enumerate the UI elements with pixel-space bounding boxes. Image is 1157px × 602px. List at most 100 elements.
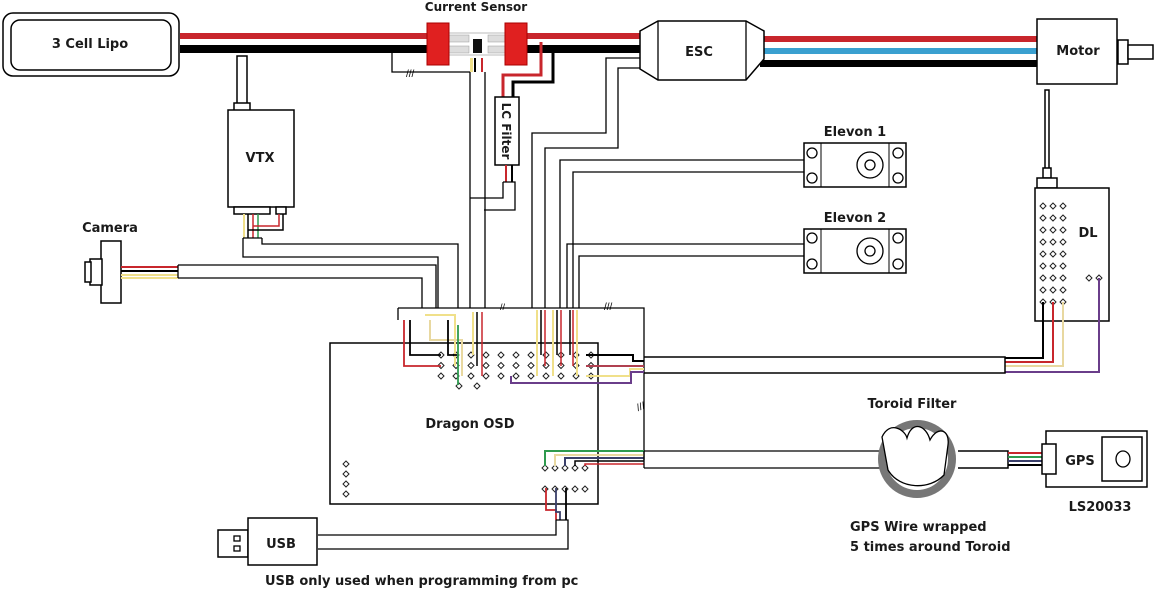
vtx: VTX bbox=[227, 55, 295, 215]
connector-out bbox=[504, 22, 528, 66]
pin bbox=[581, 464, 589, 472]
pin bbox=[1049, 274, 1057, 282]
osd-input-wires bbox=[403, 310, 644, 385]
lc-filter-ground bbox=[511, 48, 555, 98]
pin bbox=[1039, 262, 1047, 270]
pin bbox=[1059, 262, 1067, 270]
elevon-1: Elevon 1 bbox=[803, 125, 907, 188]
toroid-filter: Toroid Filter bbox=[868, 397, 958, 498]
toroid-note-line2: 5 times around Toroid bbox=[850, 540, 1011, 555]
pin bbox=[1049, 250, 1057, 258]
pin bbox=[1039, 274, 1047, 282]
svg-text:///: /// bbox=[635, 401, 647, 414]
pin bbox=[1049, 262, 1057, 270]
battery: 3 Cell Lipo bbox=[2, 12, 180, 77]
main-power-bus bbox=[180, 33, 650, 53]
osd-label: Dragon OSD bbox=[425, 417, 514, 432]
pin bbox=[561, 464, 569, 472]
toroid-label: Toroid Filter bbox=[868, 397, 958, 412]
wire-break-mark: /// bbox=[406, 69, 415, 80]
pin bbox=[1039, 250, 1047, 258]
receiver-cable bbox=[644, 356, 1006, 374]
dragon-osd: Dragon OSD bbox=[329, 342, 599, 505]
pin bbox=[527, 361, 535, 370]
pin bbox=[1059, 274, 1067, 282]
esc-label: ESC bbox=[685, 45, 713, 60]
gps-model-label: LS20033 bbox=[1069, 500, 1132, 515]
pin bbox=[542, 372, 550, 380]
sensor-chip bbox=[473, 39, 482, 53]
pin bbox=[512, 351, 520, 359]
lc-filter-label: LC Filter bbox=[499, 103, 513, 160]
camera-label: Camera bbox=[82, 221, 138, 236]
pin bbox=[342, 460, 350, 468]
motor-label: Motor bbox=[1056, 44, 1100, 59]
svg-text:///: /// bbox=[604, 302, 613, 313]
receiver-label: DL bbox=[1078, 226, 1097, 241]
pin bbox=[1039, 286, 1047, 294]
pin bbox=[1039, 214, 1047, 222]
camera: Camera bbox=[82, 221, 138, 304]
pin bbox=[1059, 286, 1067, 294]
pin bbox=[482, 361, 490, 370]
motor-phase-blue bbox=[760, 48, 1040, 54]
pin bbox=[541, 464, 549, 472]
motor: Motor bbox=[1036, 18, 1154, 85]
pin bbox=[1039, 202, 1047, 210]
pin bbox=[1049, 238, 1057, 246]
pin bbox=[342, 490, 350, 498]
svg-text://: // bbox=[500, 302, 506, 312]
pin bbox=[1059, 226, 1067, 234]
lc-filter-positive bbox=[501, 42, 543, 98]
elevon-2-label: Elevon 2 bbox=[824, 211, 886, 226]
pin bbox=[527, 372, 535, 380]
pin bbox=[527, 351, 535, 359]
pin bbox=[512, 361, 520, 370]
usb-label: USB bbox=[266, 537, 296, 552]
pin bbox=[1049, 214, 1057, 222]
receiver-antenna bbox=[1044, 89, 1050, 179]
pin bbox=[437, 372, 445, 380]
power-ground-wire bbox=[180, 45, 650, 53]
pin bbox=[1049, 202, 1057, 210]
current-sensor: Current Sensor bbox=[425, 0, 528, 72]
lc-filter: LC Filter bbox=[494, 96, 520, 166]
battery-label: 3 Cell Lipo bbox=[52, 37, 128, 52]
pin bbox=[482, 372, 490, 380]
pin bbox=[497, 361, 505, 370]
pin bbox=[482, 351, 490, 359]
pin bbox=[557, 372, 565, 380]
pin bbox=[497, 351, 505, 359]
pin bbox=[467, 361, 475, 370]
elevon-2: Elevon 2 bbox=[803, 211, 907, 274]
pin bbox=[581, 485, 589, 493]
pin bbox=[1049, 286, 1057, 294]
toroid-note-line1: GPS Wire wrapped bbox=[850, 520, 987, 535]
pin bbox=[497, 372, 505, 380]
pin bbox=[1049, 226, 1057, 234]
gps-label: GPS bbox=[1065, 454, 1095, 469]
vtx-label: VTX bbox=[246, 151, 275, 166]
pin bbox=[1059, 238, 1067, 246]
usb-note: USB only used when programming from pc bbox=[265, 574, 578, 589]
connector-in bbox=[426, 22, 450, 66]
usb-connector: USB bbox=[217, 517, 318, 566]
motor-phase-black bbox=[760, 60, 1040, 67]
pin bbox=[571, 464, 579, 472]
esc: ESC bbox=[639, 20, 765, 81]
pin bbox=[512, 372, 520, 380]
power-positive-wire bbox=[180, 33, 650, 39]
elevon-1-label: Elevon 1 bbox=[824, 125, 886, 140]
pin bbox=[467, 372, 475, 380]
pin bbox=[1059, 214, 1067, 222]
esc-motor-wires bbox=[760, 36, 1040, 67]
vtx-antenna bbox=[236, 55, 248, 105]
gps-module: GPS LS20033 bbox=[1041, 430, 1148, 515]
pin bbox=[1059, 250, 1067, 258]
current-sensor-label: Current Sensor bbox=[425, 0, 527, 14]
pin bbox=[1039, 226, 1047, 234]
pin bbox=[473, 382, 481, 390]
gps-wires-osd bbox=[544, 450, 644, 466]
pin bbox=[1059, 202, 1067, 210]
